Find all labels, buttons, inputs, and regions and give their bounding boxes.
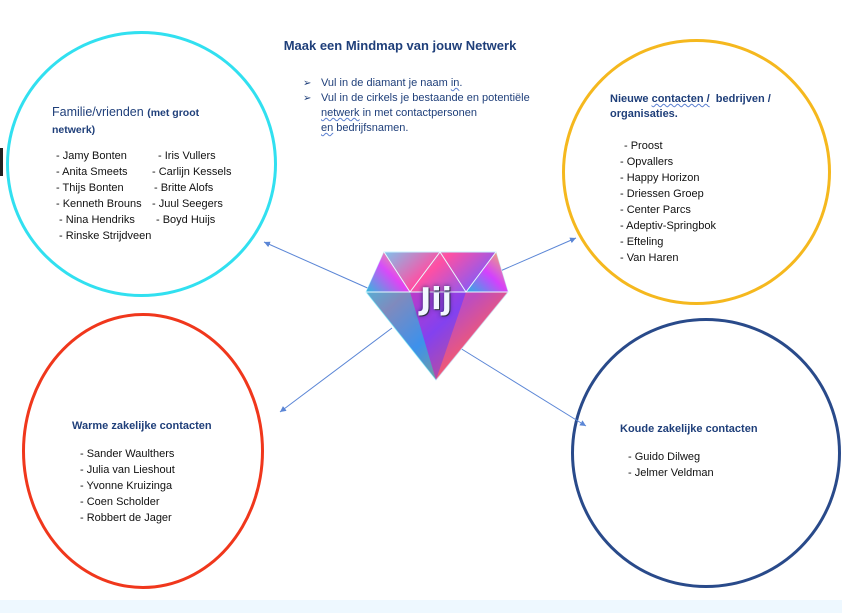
- familie-heading-text: Familie/vrienden: [52, 105, 144, 119]
- instruction-underlined: in: [450, 77, 460, 89]
- list-item: - Julia van Lieshout: [80, 464, 175, 476]
- instruction-line-4: en bedrijfsnamen.: [303, 121, 573, 136]
- nieuwe-heading-underlined: contacten /: [651, 93, 710, 105]
- arrow-to-warme: [279, 327, 393, 413]
- warme-list: - Sander Waulthers - Julia van Lieshout …: [80, 446, 175, 526]
- page-title: Maak een Mindmap van jouw Netwerk: [283, 38, 517, 53]
- list-item: - Robbert de Jager: [80, 512, 172, 524]
- list-item: - Van Haren: [620, 252, 679, 264]
- nieuwe-heading-a: Nieuwe: [610, 93, 652, 105]
- nieuwe-heading: Nieuwe contacten / bedrijven / organisat…: [610, 92, 800, 122]
- instructions: ➢ Vul in de diamant je naam in. ➢ Vul in…: [303, 76, 573, 136]
- list-item: - Opvallers: [620, 156, 674, 168]
- diamond-label[interactable]: Jij: [420, 282, 452, 317]
- list-item: - Jelmer Veldman: [628, 467, 714, 479]
- familie-heading: Familie/vrienden (met groot netwerk): [52, 104, 232, 138]
- list-item: - Center Parcs: [620, 204, 691, 216]
- list-item: - Adeptiv-Springbok: [620, 220, 716, 232]
- instruction-text: Vul in de cirkels je bestaande en potent…: [321, 92, 530, 104]
- warme-heading: Warme zakelijke contacten: [72, 420, 212, 432]
- list-item: - Yvonne Kruizinga: [80, 480, 173, 492]
- instruction-underlined: en: [321, 122, 334, 134]
- nieuwe-list: - Proost - Opvallers - Happy Horizon - D…: [620, 138, 716, 266]
- list-item: - Jamy Bonten: [56, 150, 127, 162]
- list-item: - Anita Smeets: [56, 166, 128, 178]
- nieuwe-heading-b: bedrijven /: [709, 93, 771, 105]
- instruction-text: bedrijfsnamen.: [333, 122, 409, 134]
- circle-nieuwe-contacten[interactable]: [562, 39, 831, 305]
- instruction-text: Vul in de diamant je naam: [321, 77, 451, 89]
- list-item: - Efteling: [620, 236, 664, 248]
- instruction-text-end: .: [459, 77, 463, 89]
- diamond-icon: [365, 251, 509, 381]
- arrow-to-nieuwe: [497, 237, 577, 273]
- instruction-text: in met contactpersonen: [359, 107, 477, 119]
- circle-familie[interactable]: [6, 31, 277, 297]
- circle-warme-contacten[interactable]: [22, 313, 264, 589]
- nieuwe-heading-c: organisaties.: [610, 108, 678, 120]
- list-item: - Nina Hendriks: [56, 214, 135, 226]
- familie-list-right: - Iris Vullers - Carlijn Kessels - Britt…: [152, 148, 231, 228]
- instruction-line-2: ➢ Vul in de cirkels je bestaande en pote…: [303, 91, 573, 106]
- list-item: - Rinske Strijdveen: [56, 230, 152, 242]
- list-item: - Thijs Bonten: [56, 182, 124, 194]
- edge-marker: [0, 148, 3, 176]
- arrow-to-familie: [263, 241, 373, 291]
- list-item: - Carlijn Kessels: [152, 166, 232, 178]
- instruction-line-3: netwerk in met contactpersonen: [303, 106, 573, 121]
- list-item: - Sander Waulthers: [80, 448, 175, 460]
- list-item: - Coen Scholder: [80, 496, 160, 508]
- page-bottom-strip: [0, 600, 842, 613]
- instruction-line-1: ➢ Vul in de diamant je naam in.: [303, 76, 573, 91]
- arrow-bullet-icon: ➢: [303, 78, 312, 89]
- list-item: - Driessen Groep: [620, 188, 704, 200]
- list-item: - Iris Vullers: [158, 150, 216, 162]
- list-item: - Proost: [624, 140, 663, 152]
- list-item: - Kenneth Brouns: [56, 198, 142, 210]
- familie-heading-small: (met groot netwerk): [52, 107, 200, 136]
- circle-koude-contacten[interactable]: [571, 318, 841, 588]
- arrow-to-koude: [459, 347, 587, 427]
- koude-list: - Guido Dilweg - Jelmer Veldman: [628, 449, 714, 481]
- list-item: - Britte Alofs: [154, 182, 214, 194]
- instruction-underlined: netwerk: [321, 107, 360, 119]
- koude-heading: Koude zakelijke contacten: [620, 423, 758, 435]
- familie-list-left: - Jamy Bonten - Anita Smeets - Thijs Bon…: [56, 148, 151, 244]
- arrow-bullet-icon: ➢: [303, 93, 312, 104]
- list-item: - Happy Horizon: [620, 172, 700, 184]
- list-item: - Guido Dilweg: [628, 451, 701, 463]
- list-item: - Juul Seegers: [152, 198, 223, 210]
- list-item: - Boyd Huijs: [156, 214, 216, 226]
